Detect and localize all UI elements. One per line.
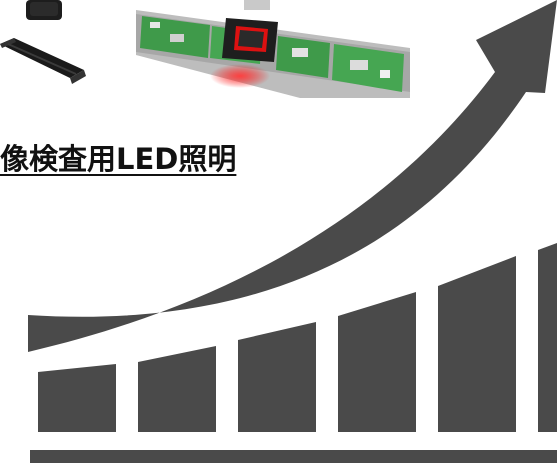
bar-light-icon xyxy=(0,38,86,84)
baseline xyxy=(30,450,557,463)
growth-arrow xyxy=(28,0,557,352)
bar-3 xyxy=(238,322,316,432)
bar-chart-graphic xyxy=(38,243,557,432)
bar-4 xyxy=(338,292,416,432)
bar-1 xyxy=(38,364,116,432)
bar-6 xyxy=(538,243,557,432)
page-title: 像検査用LED照明 xyxy=(0,142,237,176)
bar-5 xyxy=(438,256,516,432)
bar-2 xyxy=(138,346,216,432)
ring-light-icon xyxy=(222,0,278,62)
camera-icon xyxy=(26,0,62,20)
